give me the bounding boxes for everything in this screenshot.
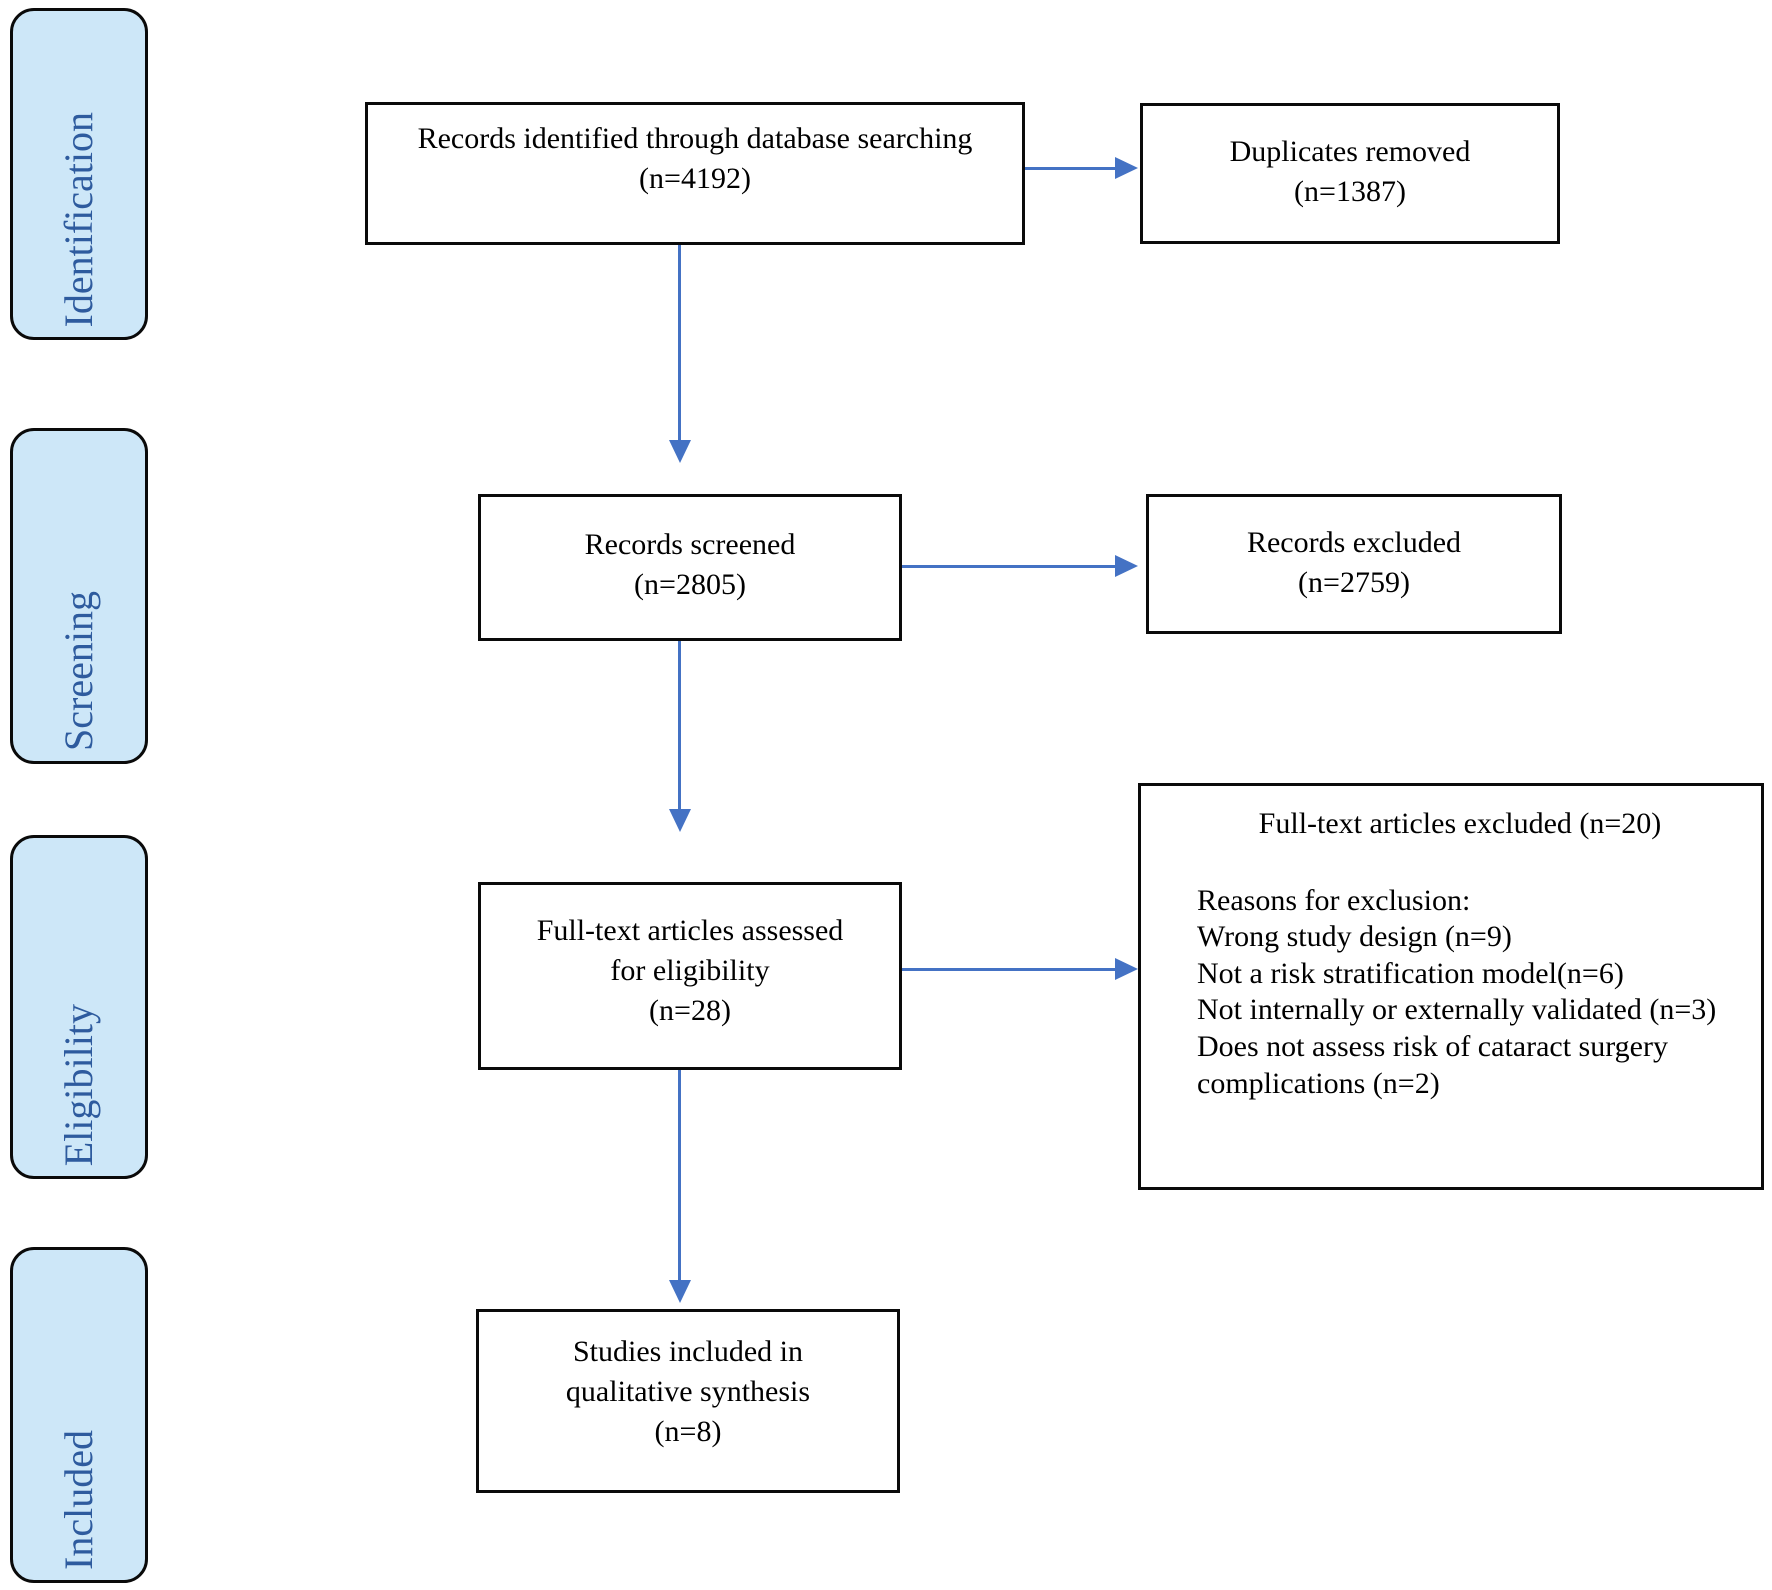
box-fulltext-excluded-title: Full-text articles excluded (n=20): [1258, 807, 1662, 840]
arrow-stem: [1025, 167, 1118, 170]
arrow-head-right-icon: [1115, 555, 1138, 577]
arrow-stem: [678, 641, 681, 811]
arrow-stem: [678, 1070, 681, 1282]
box-fulltext-assessed-line2: for eligibility: [610, 953, 770, 987]
box-records-screened-line1: Records screened: [584, 528, 796, 561]
box-studies-included-line1: Studies included in: [573, 1335, 803, 1368]
exclusion-reason-header: Reasons for exclusion:: [1197, 883, 1471, 917]
stage-panel-identification: Identification: [10, 8, 148, 340]
box-fulltext-assessed: Full-text articles assessed for eligibil…: [478, 882, 902, 1070]
box-records-identified: Records identified through database sear…: [365, 102, 1025, 245]
box-records-identified-count: (n=4192): [639, 161, 751, 195]
arrow-head-down-icon: [669, 809, 691, 832]
arrow-head-right-icon: [1115, 958, 1138, 980]
exclusion-reason-3: Not internally or externally validated (…: [1197, 993, 1717, 1027]
arrow-stem: [678, 245, 681, 442]
box-studies-included-count: (n=8): [654, 1414, 722, 1448]
stage-label-identification: Identification: [56, 111, 101, 327]
box-duplicates-removed: Duplicates removed (n=1387): [1140, 103, 1560, 244]
stage-label-screening: Screening: [56, 591, 101, 751]
arrow-head-right-icon: [1115, 157, 1138, 179]
stage-panel-screening: Screening: [10, 428, 148, 764]
box-records-excluded: Records excluded (n=2759): [1146, 494, 1562, 634]
stage-label-eligibility: Eligibility: [56, 1003, 101, 1166]
arrow-stem: [902, 968, 1118, 971]
box-records-identified-line1: Records identified through database sear…: [417, 122, 973, 155]
box-records-excluded-line1: Records excluded: [1246, 526, 1462, 559]
box-records-excluded-count: (n=2759): [1298, 565, 1410, 599]
box-records-screened-count: (n=2805): [634, 567, 746, 601]
box-fulltext-assessed-count: (n=28): [649, 993, 731, 1027]
exclusion-reason-2: Not a risk stratification model(n=6): [1197, 956, 1624, 990]
stage-panel-eligibility: Eligibility: [10, 835, 148, 1179]
exclusion-reason-4: Does not assess risk of cataract surgery…: [1197, 1029, 1668, 1100]
box-records-screened: Records screened (n=2805): [478, 494, 902, 641]
box-fulltext-excluded: Full-text articles excluded (n=20) Reaso…: [1138, 783, 1764, 1190]
stage-panel-included: Included: [10, 1247, 148, 1583]
box-duplicates-removed-line1: Duplicates removed: [1229, 135, 1471, 168]
arrow-head-down-icon: [669, 440, 691, 463]
box-studies-included-line2: qualitative synthesis: [565, 1374, 811, 1408]
exclusion-reason-1: Wrong study design (n=9): [1197, 920, 1512, 954]
arrow-head-down-icon: [669, 1280, 691, 1303]
arrow-stem: [902, 565, 1118, 568]
box-fulltext-assessed-line1: Full-text articles assessed: [536, 914, 844, 947]
box-studies-included: Studies included in qualitative synthesi…: [476, 1309, 900, 1493]
box-duplicates-removed-count: (n=1387): [1294, 174, 1406, 208]
stage-label-included: Included: [56, 1430, 101, 1570]
